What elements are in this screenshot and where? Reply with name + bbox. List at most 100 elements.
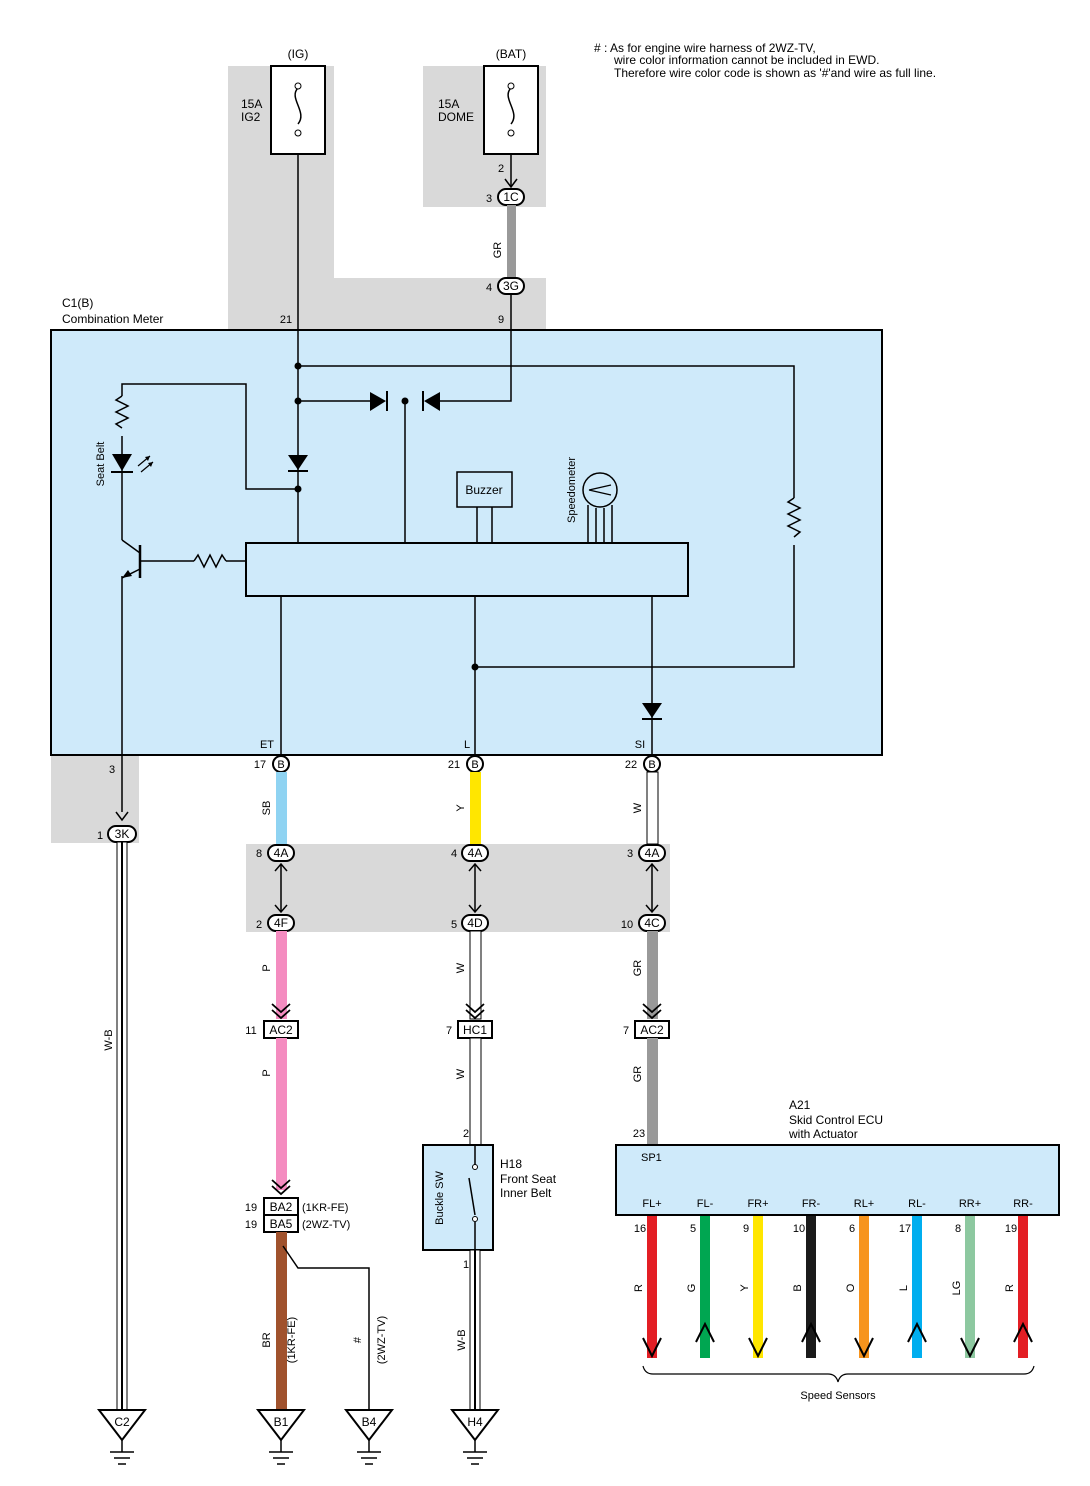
fuse-dome-dot-bottom [507, 129, 515, 137]
junction-dot [294, 362, 302, 370]
ecu-terminal-pin: 16 [634, 1223, 646, 1235]
wire-p-lower [276, 1038, 287, 1190]
ecu-terminal-name: RL+ [854, 1198, 875, 1210]
wire-w-si-label: W [632, 802, 644, 813]
speed-sensor-wire-label: G [686, 1284, 698, 1293]
wire-sb [276, 772, 287, 844]
pin-et-8: 8 [256, 848, 262, 860]
wire-w-lower-label: W [455, 1068, 467, 1079]
pin-si-7: 7 [623, 1025, 629, 1037]
ecu-terminal-name: FR+ [747, 1198, 768, 1210]
ecu-terminal-name: RR- [1013, 1198, 1033, 1210]
meter-id: C1(B) [62, 296, 93, 310]
connector-4d-label: 4D [467, 916, 483, 930]
ray-arrow-1 [145, 456, 150, 461]
speed-sensors-bracket [642, 1365, 1035, 1383]
connector-b-si-label: B [648, 759, 655, 771]
speed-sensor-wire [1018, 1216, 1028, 1358]
speed-sensor-wire-label: LG [951, 1281, 963, 1296]
dome-to-diode [430, 294, 512, 402]
fuse-dome-box [483, 65, 539, 155]
wire-hash-note: (2WZ-TV) [376, 1316, 388, 1364]
connector-3g-label: 3G [503, 279, 519, 293]
wire-gr-si-lower-label: GR [632, 1066, 644, 1083]
arrow-up-icon [1013, 1321, 1033, 1343]
ground-b1: B1 [255, 1409, 307, 1465]
fuse-dome-header: (BAT) [496, 47, 526, 61]
wire-w-upper [469, 930, 482, 1020]
pin-ba2-19: 19 [245, 1202, 257, 1214]
branch-l: Y 4 4A 5 4D W 7 HC1 W [446, 772, 493, 1146]
speed-sensor-wire [806, 1216, 816, 1358]
connector-ba2-note: (1KR-FE) [302, 1202, 348, 1214]
buckle-pin-2: 2 [463, 1128, 469, 1140]
fuse-ig2-dot-top [294, 82, 302, 90]
fuse-ig2-header: (IG) [288, 47, 309, 61]
buckle-switch-h18: 2 Buckle SW H18 Front Seat Inner Belt 1 … [422, 1128, 557, 1411]
skid-control-ecu: A21 Skid Control ECU with Actuator SP1 F… [615, 1098, 1060, 1402]
meter-connectors: B B B 17 21 22 [254, 755, 661, 773]
wire-hash-label: # [352, 1336, 364, 1343]
switch-contact-top [472, 1164, 478, 1170]
arrow-down-icon [748, 1337, 768, 1359]
connector-4a-l-label: 4A [468, 846, 483, 860]
pin-ecu-23: 23 [633, 1128, 645, 1140]
arrow-up-icon [907, 1321, 927, 1343]
ecu-box [615, 1144, 1060, 1216]
ecu-terminal: FR+9Y [739, 1198, 769, 1359]
seatbelt-feedback [121, 383, 298, 490]
ecu-terminal: RR-19R [1004, 1198, 1033, 1358]
branch-si: W 3 4A 10 4C GR 7 AC2 GR 23 [621, 771, 670, 1145]
wire-gr-si-upper-label: GR [632, 960, 644, 977]
diode-si-icon [642, 703, 662, 718]
speed-sensor-wire [859, 1216, 869, 1358]
pin-dome-2: 2 [498, 163, 504, 175]
buckle-sw-label: Buckle SW [434, 1170, 446, 1224]
speed-sensor-wire [647, 1216, 657, 1358]
connector-4f-label: 4F [274, 916, 288, 930]
note-line-2: wire color information cannot be include… [613, 53, 879, 67]
ground-b4: B4 [343, 1409, 395, 1465]
ecu-terminal-name: FL+ [642, 1198, 661, 1210]
pin-label-si: SI [635, 739, 645, 751]
pin-3k-1: 1 [97, 830, 103, 842]
speed-sensor-wire-label: B [792, 1284, 804, 1291]
connector-ba2-label: BA2 [270, 1200, 293, 1214]
resistor-right-down [475, 545, 795, 668]
pin-ba5-19: 19 [245, 1219, 257, 1231]
connector-b-l-label: B [471, 759, 478, 771]
junction-dot [294, 485, 302, 493]
wire-gr-si-upper [647, 931, 658, 1019]
ecu-terminal: RL-17L [898, 1198, 927, 1358]
pin-meter-9: 9 [498, 314, 504, 326]
pin-meter-21: 21 [280, 314, 292, 326]
pin-et-2: 2 [256, 919, 262, 931]
pin-l-5: 5 [451, 919, 457, 931]
ecu-terminal: RR+ 8LG [951, 1198, 981, 1359]
fuse-dome-amp: 15A [438, 97, 459, 111]
junction-dot [401, 397, 409, 405]
ecu-terminal: FL+16R [633, 1198, 662, 1359]
arrow-down-icon [642, 1337, 662, 1359]
connector-3k-label: 3K [115, 827, 130, 841]
ground-symbols: C2 B1 B4 H4 [96, 1409, 501, 1465]
wire-gr-si-lower [647, 1038, 658, 1145]
pin-l-7: 7 [446, 1025, 452, 1037]
ecu-sp1-label: SP1 [641, 1152, 662, 1164]
ecu-terminal-pin: 8 [955, 1223, 961, 1235]
seatbelt-led-icon [112, 454, 132, 471]
ground-h4-icon [463, 1440, 487, 1465]
pin-l-4: 4 [451, 848, 457, 860]
wire-p-lower-label: P [261, 1069, 273, 1076]
speed-sensor-wire [753, 1216, 763, 1358]
ground-c2: C2 [96, 1409, 148, 1465]
ecu-terminal-name: FR- [802, 1198, 821, 1210]
speedometer-label: Speedometer [566, 457, 578, 523]
wire-w-lower [469, 1037, 482, 1146]
ig-to-resistor-right [298, 365, 795, 498]
double-arrow-si-icon [645, 862, 659, 914]
buckle-id: H18 [500, 1157, 522, 1171]
note-line-1: # : As for engine wire harness of 2WZ-TV… [594, 41, 816, 55]
ecu-terminal-name: RR+ [959, 1198, 981, 1210]
ecu-terminal-name: FL- [697, 1198, 714, 1210]
